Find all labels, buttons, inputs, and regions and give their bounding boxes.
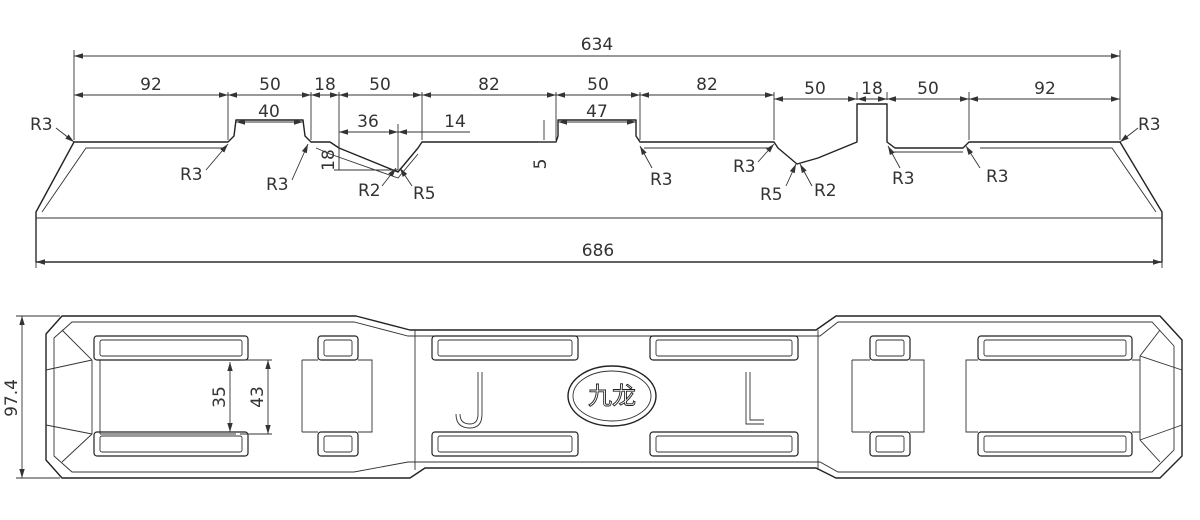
pad-c1-bottom — [317, 431, 359, 457]
pads — [93, 335, 1133, 457]
side-profile-outline — [35, 103, 1163, 263]
dim-36: 36 — [357, 112, 379, 132]
radius-r3-c: R3 — [650, 170, 673, 190]
dim-43: 43 — [248, 386, 268, 408]
mark-l-shape — [745, 372, 764, 425]
radius-r2-a: R2 — [358, 181, 381, 201]
dim-92-left: 92 — [140, 75, 162, 95]
radius-r3-f: R3 — [986, 167, 1009, 187]
dim-82-b: 82 — [696, 75, 718, 95]
radius-r3-e: R3 — [892, 169, 915, 189]
radius-r3-b: R3 — [266, 175, 289, 195]
dim-18-depth: 18 — [319, 149, 339, 171]
radius-r2-b: R2 — [814, 181, 837, 201]
plan-bracket-left — [301, 359, 373, 433]
chain-dimension-row — [74, 92, 1120, 102]
dim-92-right: 92 — [1034, 79, 1056, 99]
dim-18-a: 18 — [314, 75, 336, 95]
pad-c1-top — [317, 335, 359, 361]
plan-left-end-slope — [61, 329, 93, 463]
dim-82-a: 82 — [478, 75, 500, 95]
plan-outline — [45, 315, 1183, 479]
dim-14: 14 — [444, 112, 466, 132]
pad-c4-top — [869, 335, 911, 361]
mark-j-shape — [455, 372, 483, 429]
radius-r5-a: R5 — [413, 184, 436, 204]
dim-50-center: 50 — [587, 75, 609, 95]
pad-c3-bottom — [649, 431, 799, 457]
plan-right-end-slope — [1139, 329, 1161, 463]
dim-5: 5 — [531, 159, 551, 170]
pad-c4-bottom — [869, 431, 911, 457]
radius-r3-a: R3 — [180, 165, 203, 185]
pad-right-bottom — [977, 431, 1133, 457]
dim-50-notch-a: 50 — [369, 75, 391, 95]
plan-right-channel — [965, 359, 1140, 433]
dim-50-notch-b: 50 — [804, 79, 826, 99]
dim-634: 634 — [581, 35, 613, 55]
radius-leaders — [55, 127, 1139, 187]
dim-50-c: 50 — [917, 79, 939, 99]
plan-view: J L 九龙 97.4 35 43 — [2, 315, 1183, 479]
dim-47: 47 — [586, 102, 608, 122]
dim-50-a: 50 — [259, 75, 281, 95]
radius-r5-b: R5 — [760, 185, 783, 205]
pad-c3-top — [649, 335, 799, 361]
dim-686: 686 — [582, 241, 614, 261]
logo: 九龙 — [567, 365, 657, 427]
side-profile-inner — [41, 147, 1157, 213]
plan-bracket-right — [851, 359, 925, 433]
dim-18-b: 18 — [861, 79, 883, 99]
pad-right-top — [977, 335, 1133, 361]
side-view: 634 92 50 18 50 82 50 82 50 18 50 92 40 — [30, 35, 1163, 268]
dim-40: 40 — [258, 102, 280, 122]
radius-r3-right-end: R3 — [1138, 115, 1161, 135]
logo-text: 九龙 — [588, 382, 636, 410]
pad-chamfers — [99, 339, 1127, 453]
dim-97-4: 97.4 — [2, 379, 22, 417]
radius-r3-left-end: R3 — [30, 115, 53, 135]
radius-r3-d: R3 — [733, 157, 756, 177]
pad-c2-bottom — [431, 431, 579, 457]
pad-left-bottom — [93, 431, 249, 457]
dim-35: 35 — [210, 386, 230, 408]
pad-c2-top — [431, 335, 579, 361]
pad-left-top — [93, 335, 249, 361]
